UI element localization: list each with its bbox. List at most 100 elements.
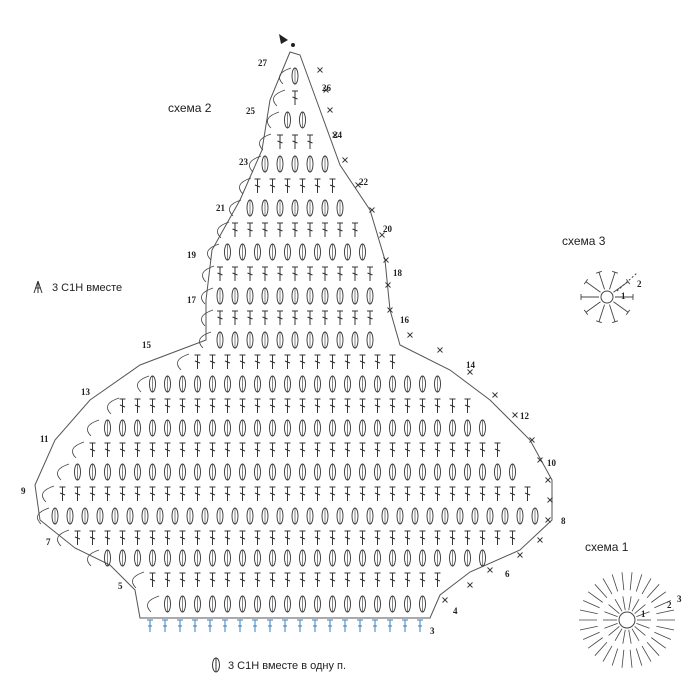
puff-stitch <box>89 463 96 481</box>
scheme1-row-2: 2 <box>667 600 672 610</box>
scheme1-outer-stitch <box>602 645 613 662</box>
row-number-4: 4 <box>453 606 458 616</box>
scheme1-outer-stitch <box>651 591 667 603</box>
puff-stitch <box>134 463 141 481</box>
row-number-17: 17 <box>187 295 197 305</box>
scheme1-inner-stitch <box>608 626 620 636</box>
dc-stitch <box>164 530 171 546</box>
dc-stitch <box>464 398 471 414</box>
scheme1-outer-stitch <box>587 591 603 603</box>
puff-stitch <box>164 375 171 393</box>
scheme3-row-1: 1 <box>621 291 626 301</box>
chain-arc <box>107 397 120 415</box>
blue-dc-stitch <box>296 619 304 633</box>
scheme3-row-2: 2 <box>637 279 642 289</box>
start-arrow-icon <box>279 34 288 44</box>
dc-stitch <box>254 178 261 194</box>
sc-stitch <box>467 582 473 588</box>
dc-stitch <box>276 134 284 150</box>
dc-stitch <box>464 530 471 546</box>
chain-arc <box>132 571 145 589</box>
puff-stitch <box>284 595 291 613</box>
row-number-15: 15 <box>142 340 152 350</box>
puff-stitch <box>224 595 231 613</box>
puff-stitch <box>224 549 231 567</box>
puff-stitch <box>261 199 269 217</box>
dc-stitch <box>194 442 201 458</box>
puff-stitch <box>314 595 321 613</box>
scheme1-outer-stitch <box>654 631 672 640</box>
puff-stitch <box>246 331 254 349</box>
dc-stitch <box>419 442 426 458</box>
blue-dc-stitch <box>221 619 229 633</box>
puff-stitch <box>374 375 381 393</box>
blue-dc-stitch <box>386 619 394 633</box>
dc-stitch <box>284 354 291 370</box>
dc-stitch <box>119 398 126 414</box>
dc-stitch <box>434 530 441 546</box>
dc-stitch <box>209 442 216 458</box>
puff-stitch <box>209 549 216 567</box>
blue-dc-stitch <box>311 619 319 633</box>
scheme3-spoke <box>585 301 601 313</box>
scheme1-outer-stitch <box>646 584 660 598</box>
puff-stitch <box>359 463 366 481</box>
puff-stitch <box>329 419 336 437</box>
dc-stitch <box>104 530 111 546</box>
scheme3-spoke <box>598 304 605 322</box>
puff-stitch <box>209 375 216 393</box>
dc-stitch <box>239 486 246 502</box>
dc-stitch <box>344 442 351 458</box>
puff-stitch <box>494 463 501 481</box>
dc-stitch <box>464 486 471 502</box>
scheme1-title: схема 1 <box>585 540 629 554</box>
chain-arc <box>229 199 242 217</box>
puff-stitch <box>186 507 194 525</box>
puff-stitch <box>464 419 471 437</box>
blue-dc-stitch <box>206 619 214 633</box>
puff-stitch <box>231 287 239 305</box>
dc-stitch <box>261 266 269 282</box>
dc-stitch <box>299 354 306 370</box>
dc-stitch <box>89 442 96 458</box>
sc-stitch <box>383 257 389 263</box>
dc-stitch <box>284 178 291 194</box>
dc-stitch <box>291 266 299 282</box>
dc-stitch <box>359 442 366 458</box>
dc-stitch <box>389 398 396 414</box>
puff-stitch <box>194 463 201 481</box>
puff-stitch <box>419 595 426 613</box>
puff-stitch <box>119 463 126 481</box>
row-number-12: 12 <box>520 411 530 421</box>
dc-stitch <box>179 530 186 546</box>
puff-stitch <box>344 375 351 393</box>
scheme1-inner-stitch <box>604 623 618 629</box>
puff-stitch <box>501 507 509 525</box>
dc-stitch <box>479 486 486 502</box>
puff-stitch <box>449 549 456 567</box>
puff-stitch <box>81 507 89 525</box>
dc-stitch <box>134 486 141 502</box>
scheme2-title: схема 2 <box>168 101 212 115</box>
blue-dc-stitch <box>146 619 154 633</box>
scheme1-outer-stitch <box>582 600 600 609</box>
scheme3-spoke-cap <box>595 320 602 324</box>
chain-arc <box>279 67 292 85</box>
dc-stitch <box>276 222 284 238</box>
puff-stitch <box>359 375 366 393</box>
scheme1-inner-stitch <box>631 628 640 641</box>
dc-stitch <box>231 310 239 326</box>
puff-stitch <box>149 463 156 481</box>
dc-stitch <box>149 572 156 588</box>
puff-stitch <box>389 463 396 481</box>
puff-stitch <box>261 155 269 173</box>
chain-arc <box>177 353 190 371</box>
dc-stitch <box>374 486 381 502</box>
scheme1-inner-stitch <box>636 623 650 629</box>
puff-stitch <box>261 331 269 349</box>
scheme3-spoke <box>613 301 629 313</box>
puff-stitch <box>254 463 261 481</box>
chain-arc <box>57 463 70 481</box>
puff-stitch <box>179 419 186 437</box>
